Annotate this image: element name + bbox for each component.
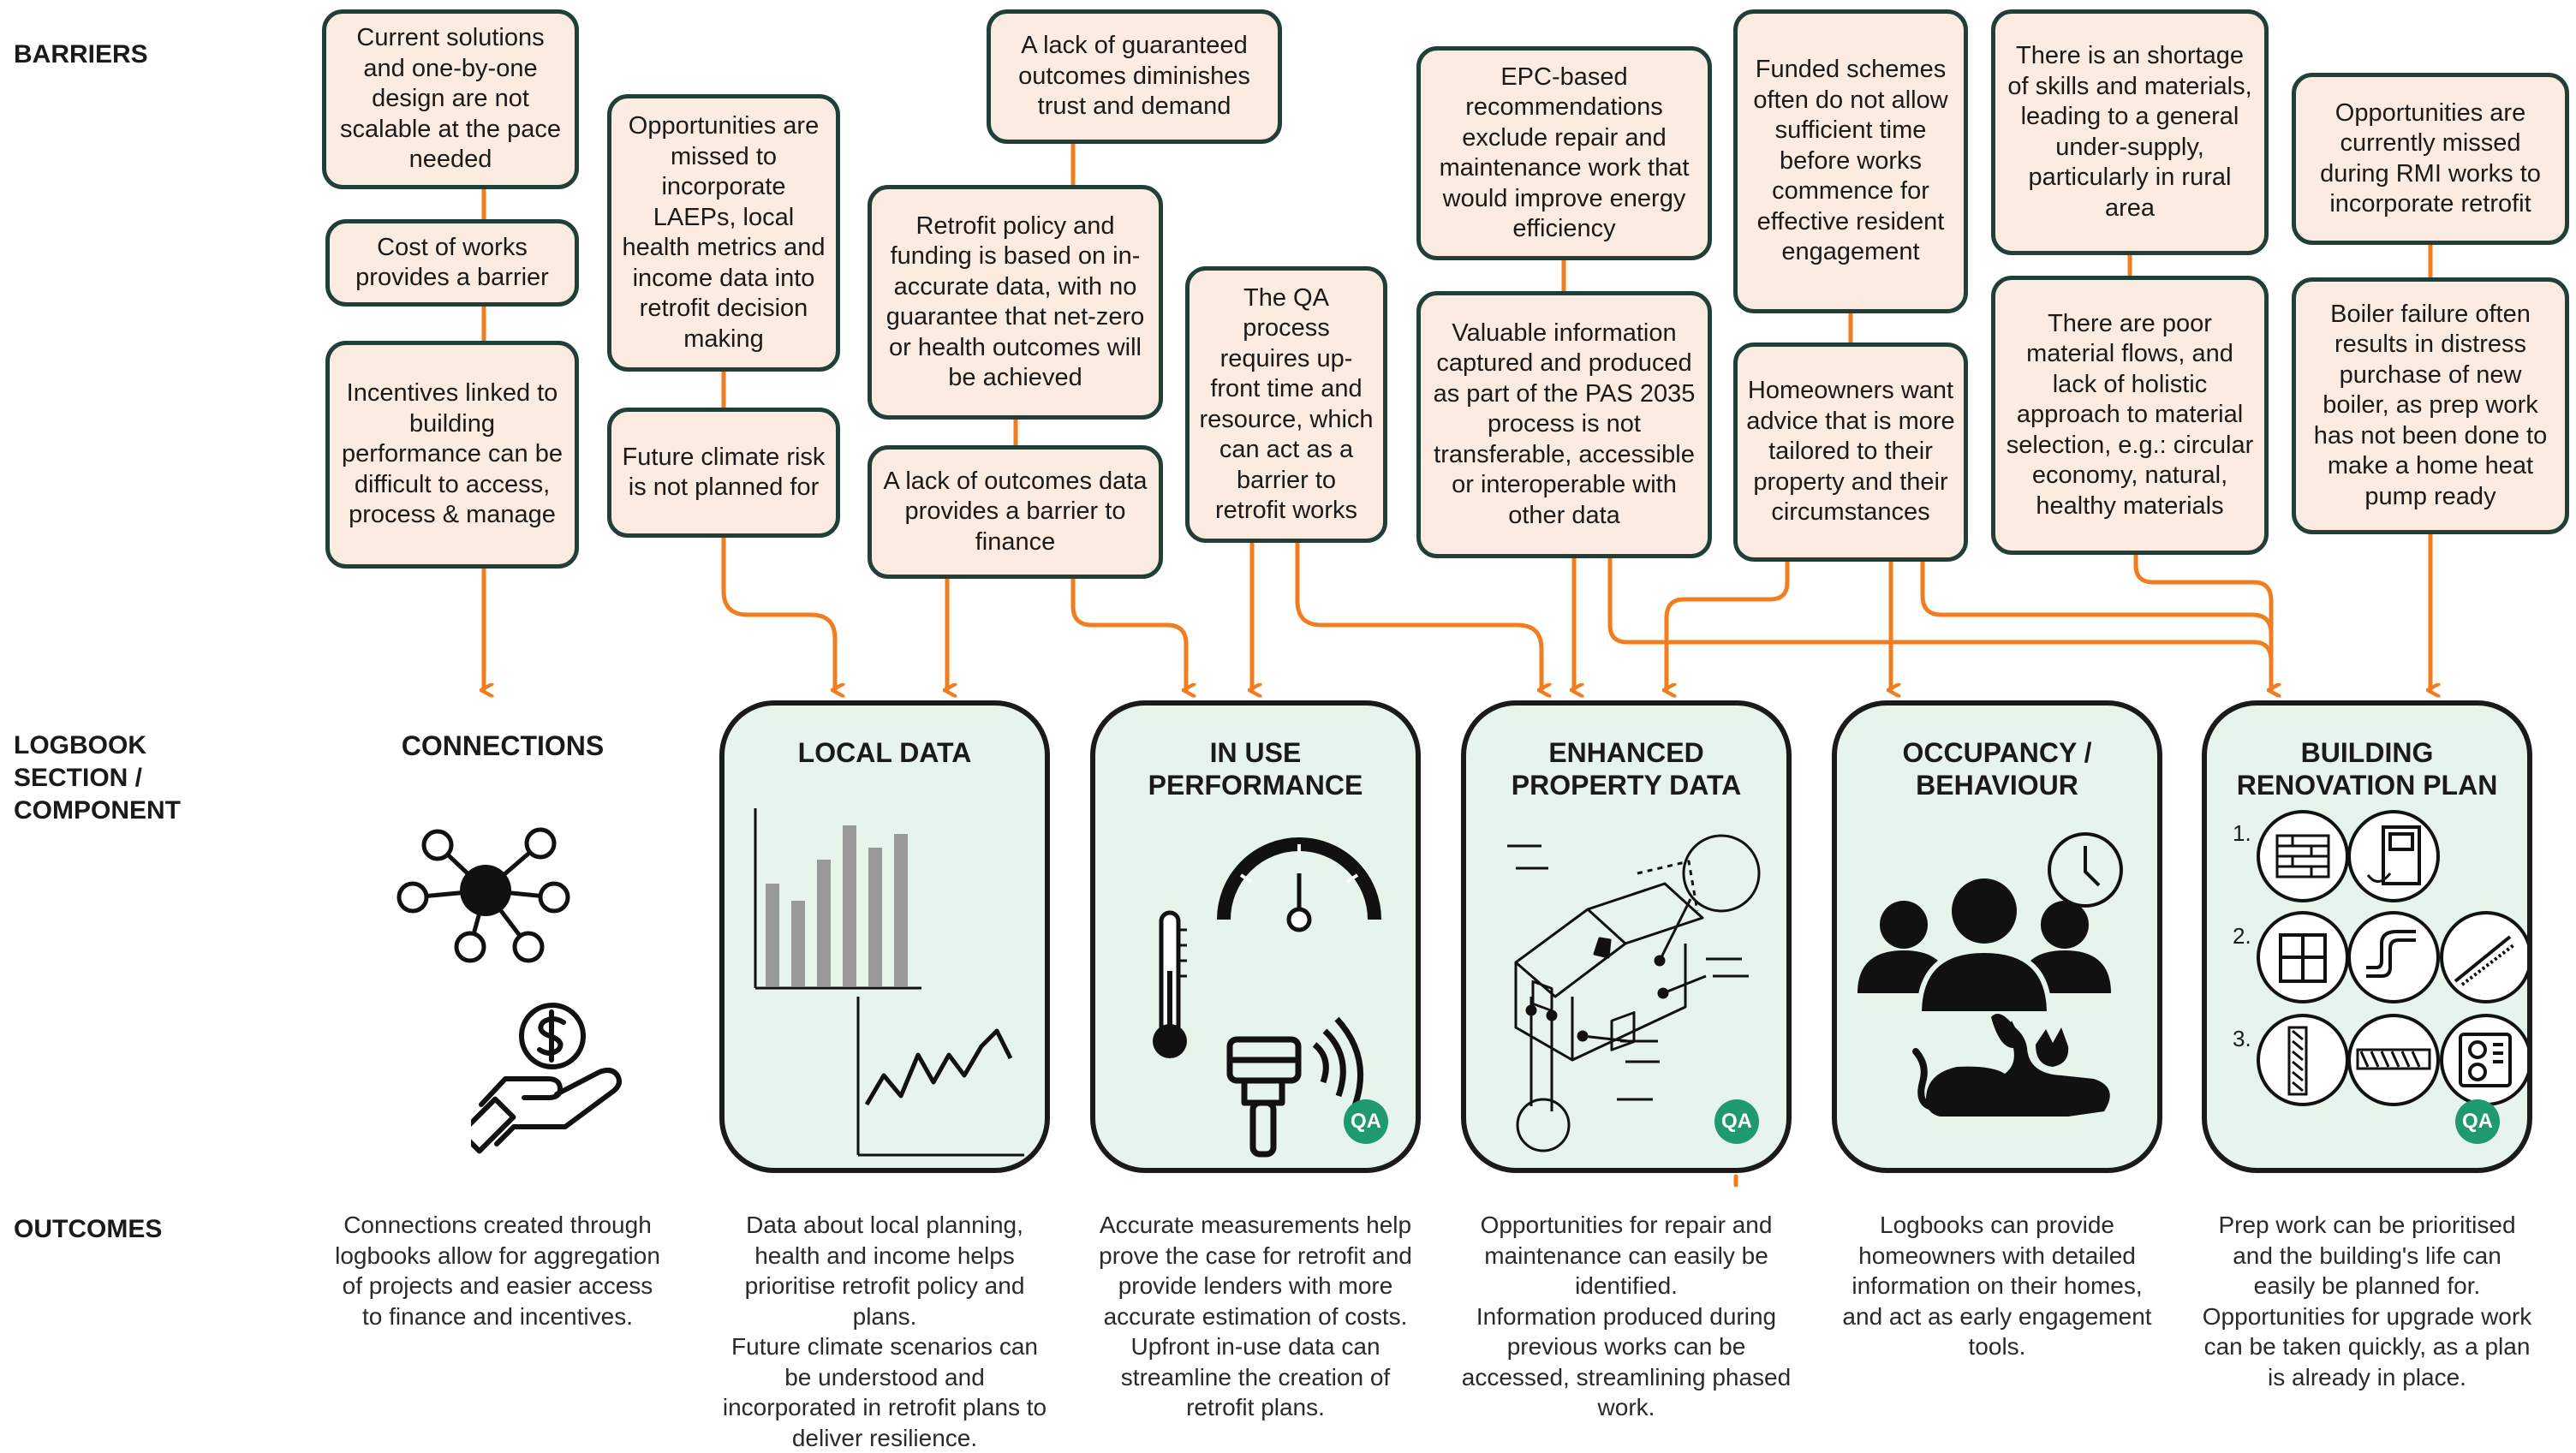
people-icon [1857,878,2111,1016]
barrier-climate-risk: Future climate risk is not planned for [607,408,840,538]
sensor-icon [1226,1016,1364,1158]
component-title-occupancy: OCCUPANCY / BEHAVIOUR [1902,737,2092,801]
component-title-enhanced: ENHANCED PROPERTY DATA [1511,737,1742,801]
barrier-cost: Cost of works provides a barrier [325,219,579,307]
door-icon [2366,825,2421,885]
step-label: 2. [2233,923,2251,949]
roof-insulation-icon [2454,935,2515,986]
outcome-occupancy: Logbooks can provide homeowners with det… [1842,1212,2152,1360]
outcome-connections: Connections created through logbooks all… [335,1212,660,1330]
line-chart-icon [856,997,1024,1157]
outcomes-row-label: OUTCOMES [14,1215,163,1243]
barrier-qa-process: The QA process requires up-front time an… [1185,266,1387,543]
component-title-renovation: BUILDING RENOVATION PLAN [2236,737,2498,801]
bar-chart-icon [754,808,921,990]
network-icon [397,827,570,963]
panel-building-renovation-plan: BUILDING RENOVATION PLAN 1. 2. 3. [2202,700,2532,1173]
clock-icon [2048,832,2123,908]
qa-badge: QA [2455,1099,2500,1144]
window-icon [2279,933,2327,983]
barrier-skills-shortage: There is an shortage of skills and mater… [1991,9,2269,255]
insulation-roll-icon [2356,1048,2431,1070]
barrier-tailored-advice: Homeowners want advice that is more tail… [1733,342,1968,562]
barrier-scalability: Current solutions and one-by-one design … [322,9,579,189]
step-label: 1. [2233,820,2251,846]
component-title-connections: CONNECTIONS [401,730,605,761]
barrier-finance: A lack of outcomes data provides a barri… [868,445,1163,579]
thermometer-icon [1153,910,1187,1058]
heat-pump-icon [2459,1033,2512,1087]
cat-icon [1912,1014,2110,1117]
step-label: 3. [2233,1026,2251,1051]
logbook-row-label: LOGBOOK SECTION / COMPONENT [14,731,181,825]
barriers-row-label: BARRIERS [14,40,148,68]
barrier-laeps: Opportunities are missed to incorporate … [607,94,840,372]
panel-enhanced-property-data: ENHANCED PROPERTY DATA QA [1461,700,1792,1173]
brick-wall-icon [2275,834,2330,878]
outcome-local-data: Data about local planning, health and in… [722,1212,1047,1451]
component-title-local-data: LOCAL DATA [797,737,972,768]
component-title-in-use: IN USE PERFORMANCE [1148,737,1363,801]
barrier-policy-data: Retrofit policy and funding is based on … [868,185,1163,420]
qa-badge: QA [1344,1099,1388,1144]
panel-in-use-performance: IN USE PERFORMANCE QA [1090,700,1421,1173]
outcome-enhanced: Opportunities for repair and maintenance… [1461,1212,1792,1420]
barrier-material-flows: There are poor material flows, and lack … [1991,276,2269,555]
panel-local-data: LOCAL DATA [719,700,1050,1173]
barrier-rmi-works: Opportunities are currently missed durin… [2292,73,2569,245]
pipe-icon [2366,930,2416,978]
barrier-boiler-failure: Boiler failure often results in distress… [2292,277,2569,534]
barrier-pas2035: Valuable information captured and produc… [1416,291,1712,558]
panel-occupancy-behaviour: OCCUPANCY / BEHAVIOUR [1832,700,2162,1173]
house-diagram-icon [1507,834,1761,1152]
barrier-incentives: Incentives linked to building performanc… [325,341,579,569]
barrier-funded-schemes: Funded schemes often do not allow suffic… [1733,9,1968,313]
outcome-renovation: Prep work can be prioritised and the bui… [2202,1212,2532,1390]
barrier-epc: EPC-based recommendations exclude repair… [1416,46,1712,260]
money-hand-icon [471,1003,622,1154]
outcome-in-use: Accurate measurements help prove the cas… [1099,1212,1412,1420]
qa-badge: QA [1714,1099,1759,1144]
wall-insulation-icon [2287,1026,2308,1096]
barrier-guaranteed-outcomes: A lack of guaranteed outcomes diminishes… [987,9,1282,144]
